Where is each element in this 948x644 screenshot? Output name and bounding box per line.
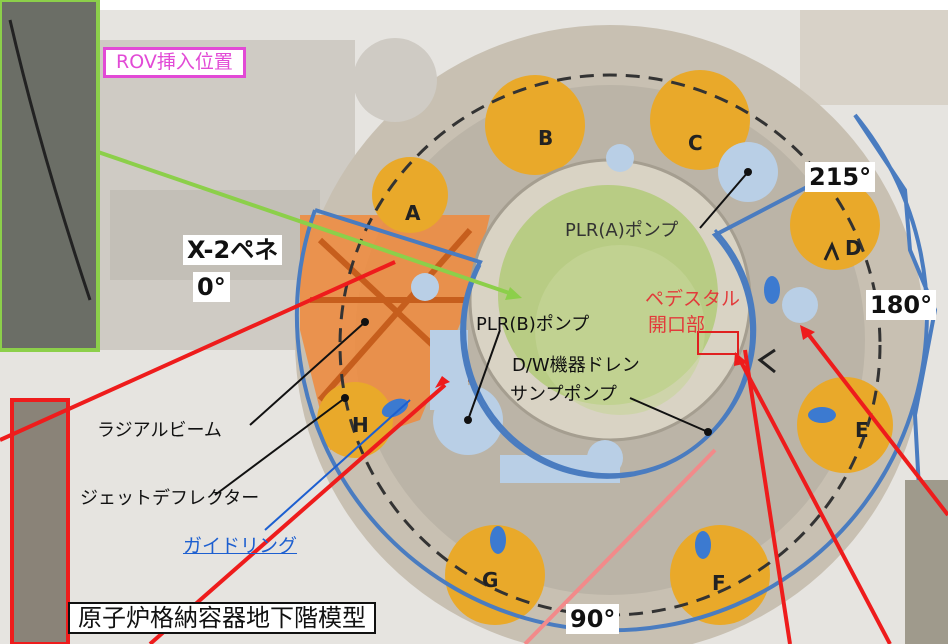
guide-marker [808,407,836,423]
pump-G-label: G [482,568,499,592]
arrow-180 [757,348,776,374]
model-title: 原子炉格納容器地下階模型 [68,602,376,634]
pump-C-label: C [688,131,703,155]
leader-line [629,397,709,433]
leader-line [467,329,501,421]
leader-dot [704,428,712,436]
plr-b-pump-label: PLR(B)ポンプ [476,314,590,335]
green-arrowhead [505,287,522,300]
equip-misc [606,144,634,172]
pedestal-label-line2: 開口部 [648,314,706,336]
angle-90-label: 90° [566,604,620,634]
inset-photo-top-frame [0,0,100,352]
red-line [743,349,792,644]
arrow-215 [823,241,840,261]
leader-dot [464,416,472,424]
pump-F-label: F [712,571,726,595]
leader-line [249,321,366,426]
guide-marker [381,398,409,418]
leader-dot [361,318,369,326]
blue-inner-ring [463,228,757,477]
sump-pump-body [587,440,623,476]
green-pointer-line [97,150,516,297]
right-white-wall [800,10,948,105]
leader-line [699,171,749,229]
pump-A-label: A [405,201,421,225]
leader-dot [341,394,349,402]
pump-D [790,180,880,270]
leader-line [214,397,346,496]
pump-C [650,70,750,170]
red-arrowhead [800,325,815,340]
angle-215-label: 215° [805,162,876,192]
inset-photo-bottom-frame [10,398,70,644]
pump-A [372,157,448,233]
pedestal-opening-marker [697,331,739,355]
pedestal-label-line1: ペデスタル [645,288,741,310]
angle-0-label: 0° [193,272,230,302]
angle-180-label: 180° [866,290,937,320]
jet-deflector-label: ジェットデフレクター [80,488,260,509]
pump-E [797,377,893,473]
red-line [0,260,396,442]
red-line [738,359,892,644]
guide-ring-label: ガイドリング [183,535,298,557]
disc-notch [353,38,437,122]
pump-H [317,382,393,458]
guide-marker [490,526,506,554]
beam-strut [317,228,473,402]
pump-B-label: B [538,126,554,150]
red-line [523,448,717,644]
plr-a-pump-label: PLR(A)ポンプ [565,220,679,241]
pump-E-label: E [855,418,869,442]
equip-misc [782,287,818,323]
pedestal-highlight [535,245,705,415]
x2-penetration-label: X-2ペネ [183,235,283,265]
sump-pump-label: サンプポンプ [510,384,617,405]
guide-marker [764,276,780,304]
rov-insertion-label: ROV挿入位置 [103,47,246,78]
leader-dot [744,168,752,176]
red-line [148,383,447,644]
leader-line [264,399,411,531]
pump-H-label: H [352,413,369,437]
equip-misc [411,273,439,301]
guide-marker [695,531,711,559]
blue-annulus-outline [294,113,938,633]
inset-photo-bottom [12,400,68,644]
red-line [803,328,948,517]
red-arrowhead [734,352,748,366]
radial-beam-label: ラジアルビーム [97,420,222,441]
dw-drain-label: D/W機器ドレン [512,355,640,376]
pump-D-label: D [845,236,862,260]
top-white-band [95,0,948,10]
inset-photo-top [0,0,98,350]
inset-cable [8,19,92,301]
red-arrowhead [435,376,450,388]
pump-B [485,75,585,175]
